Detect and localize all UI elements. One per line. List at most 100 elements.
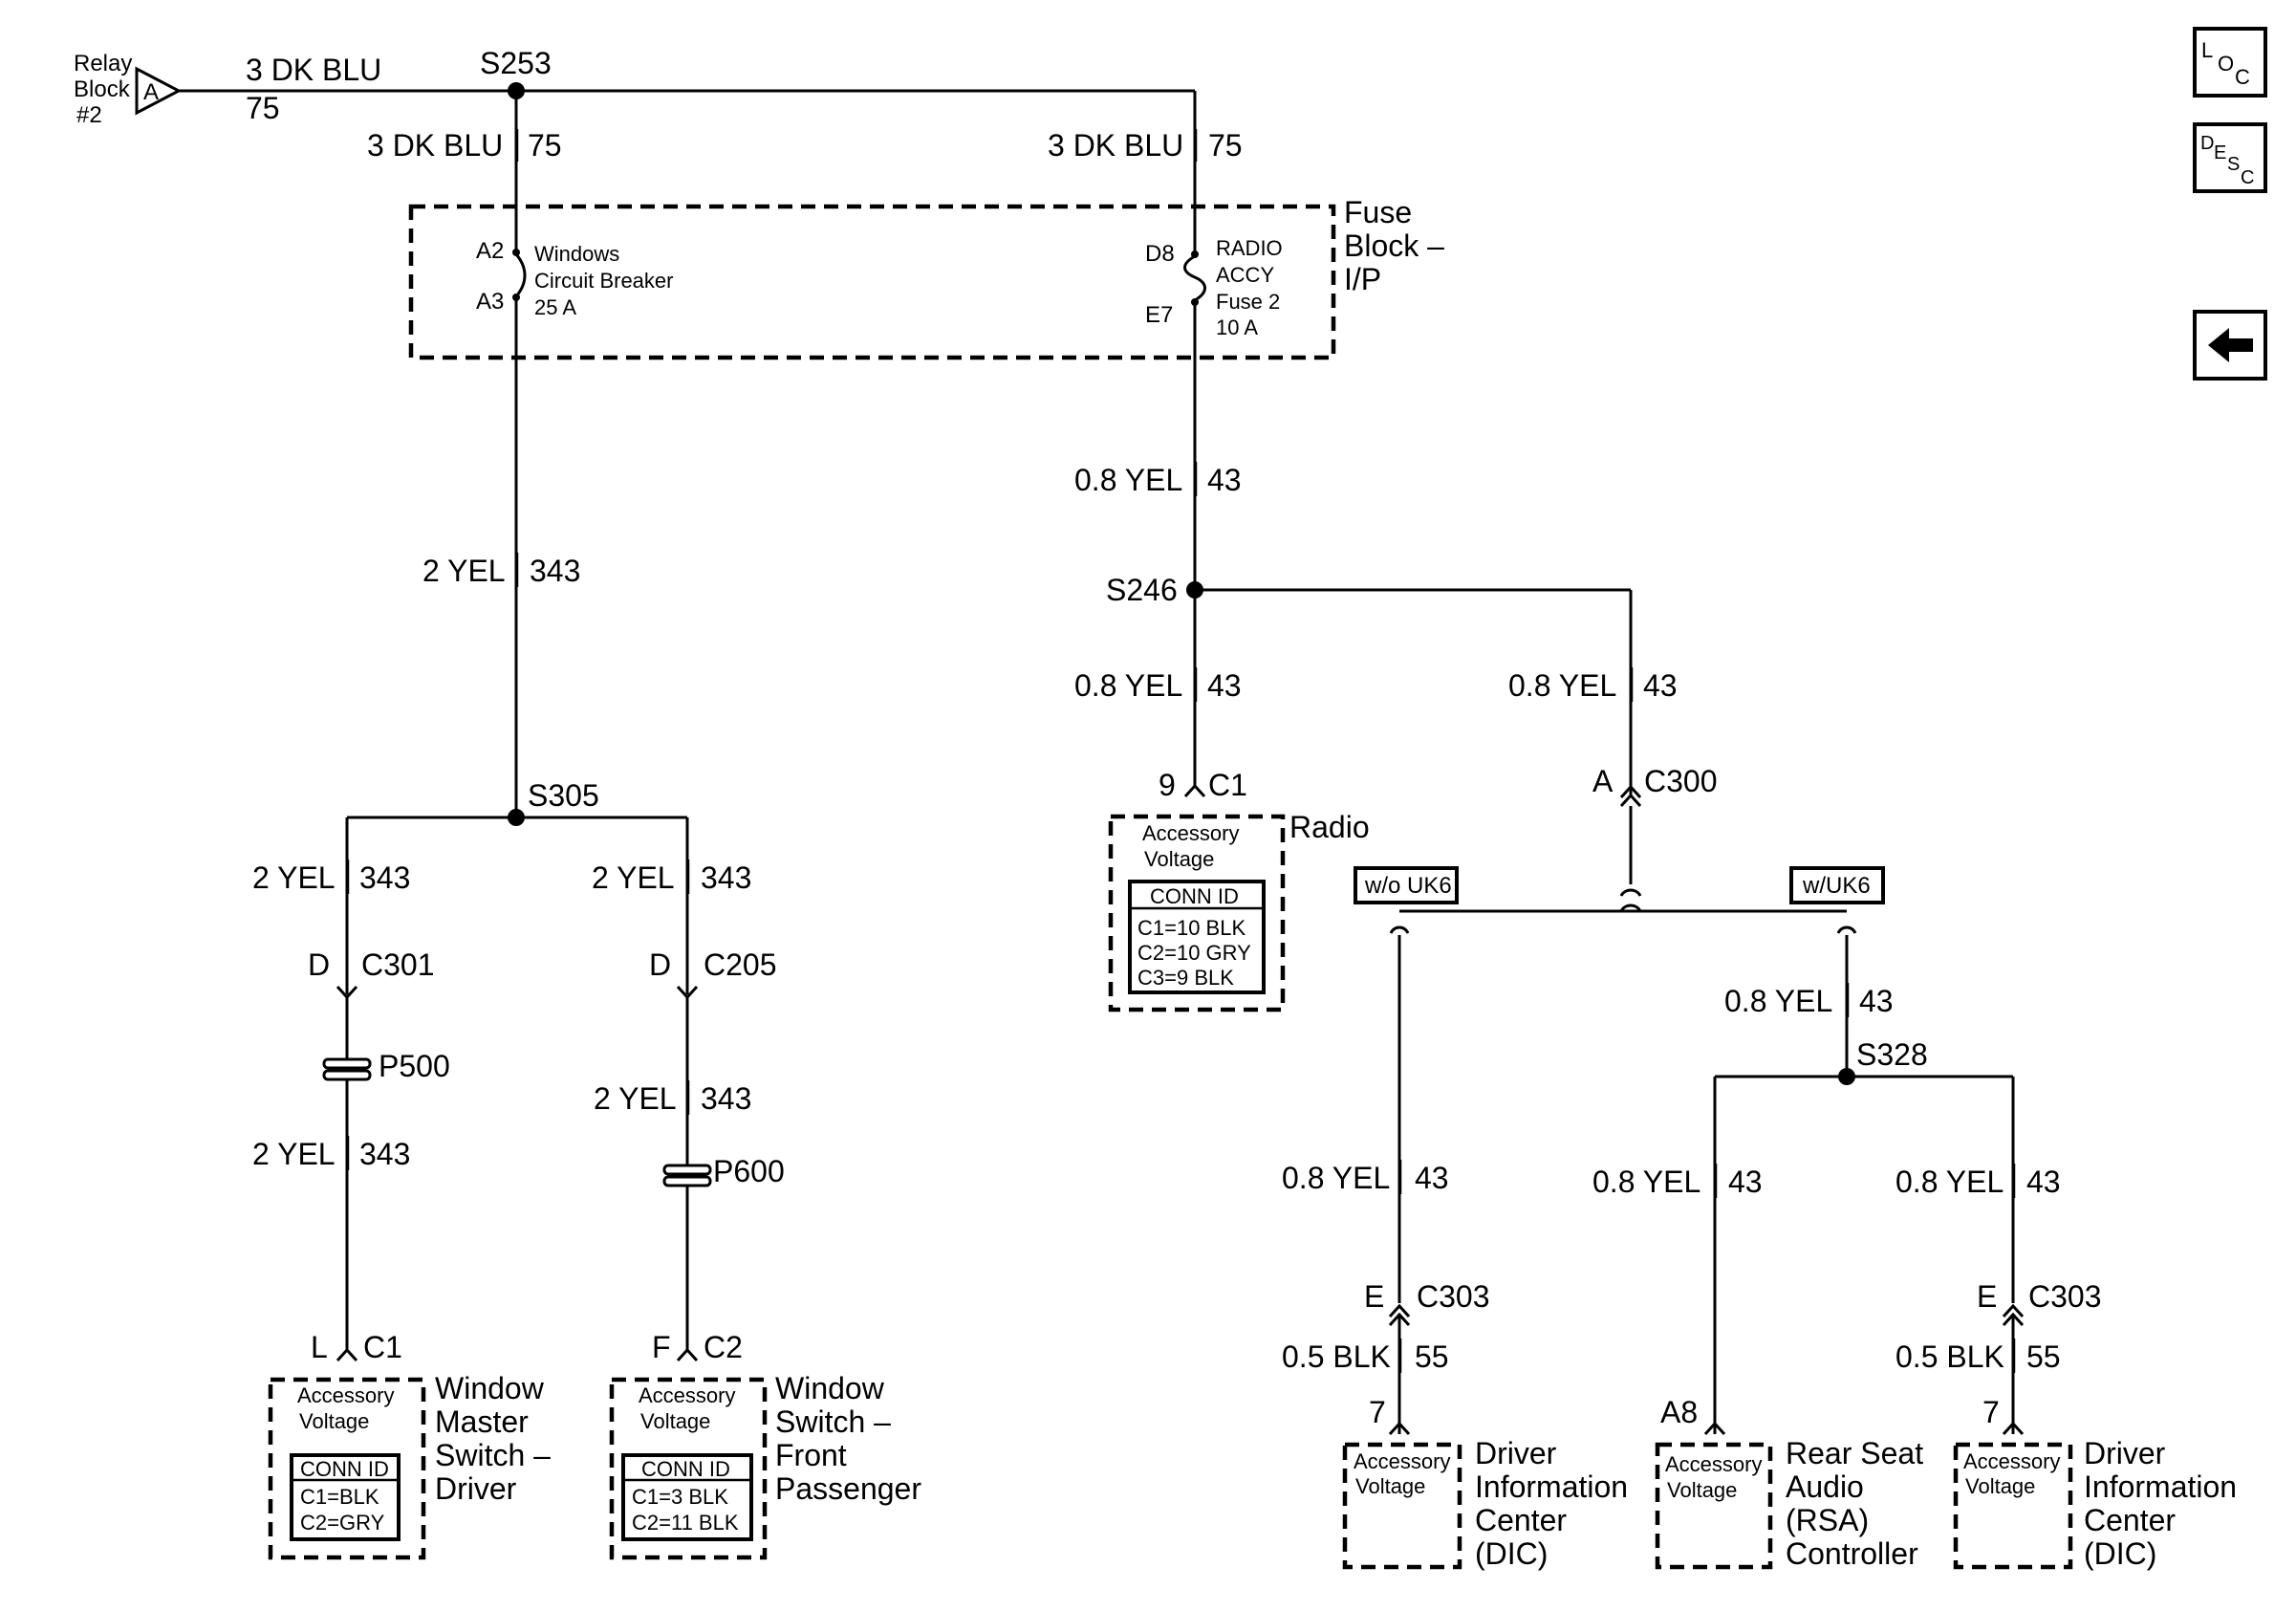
back-button[interactable] bbox=[2193, 310, 2267, 381]
description-button-letter-2: E bbox=[2214, 142, 2226, 163]
dic2-name-4: (DIC) bbox=[2084, 1536, 2156, 1571]
wire-radio-out-gauge: 0.8 YEL bbox=[1074, 463, 1182, 497]
radio-conn-box bbox=[1128, 880, 1266, 994]
dic1-c303-connector-symbol bbox=[1388, 1303, 1411, 1327]
location-button[interactable]: L O C bbox=[2193, 27, 2267, 98]
cb-label-3: 25 A bbox=[534, 295, 576, 319]
fuse-block-title-1: Fuse bbox=[1344, 195, 1412, 229]
radio-c1-pin: 9 bbox=[1159, 768, 1176, 802]
wire-dic1-bottom-gauge: 0.5 BLK bbox=[1282, 1339, 1391, 1374]
relay-block-source: Relay Block #2 A bbox=[74, 51, 183, 128]
c300-pin: A bbox=[1592, 764, 1614, 798]
window-master-acc-2: Voltage bbox=[299, 1409, 369, 1433]
wire-to-cb-circuit: 75 bbox=[528, 128, 562, 163]
p600-pass-through bbox=[662, 1164, 712, 1187]
window-pass-conn-c1: C1=3 BLK bbox=[632, 1485, 728, 1509]
location-button-letter-3: C bbox=[2235, 65, 2250, 89]
radio: Accessory Voltage CONN ID C1=10 BLK C2=1… bbox=[1108, 810, 1370, 1012]
relay-block-label-3: #2 bbox=[76, 102, 102, 128]
c301-pin: D bbox=[308, 947, 330, 982]
dic1-name-1: Driver bbox=[1475, 1436, 1557, 1470]
p600-label: P600 bbox=[713, 1154, 785, 1188]
relay-block-connector-symbol bbox=[135, 66, 183, 116]
fuse-label-4: 10 A bbox=[1216, 316, 1258, 339]
wire-dic2-bottom-circuit: 55 bbox=[2026, 1339, 2061, 1374]
c205-pin: D bbox=[649, 947, 671, 982]
wire-wuk6-circuit: 43 bbox=[1859, 984, 1894, 1018]
splice-s246-label: S246 bbox=[1106, 573, 1178, 607]
pass-c2-pin: F bbox=[652, 1330, 671, 1364]
c205-name: C205 bbox=[704, 947, 777, 982]
dic2-acc-2: Voltage bbox=[1965, 1474, 2035, 1498]
driver-c1-connector-symbol bbox=[336, 1347, 358, 1362]
wire-driver-bottom-gauge: 2 YEL bbox=[252, 1137, 336, 1171]
option-w-uk6-label: w/UK6 bbox=[1802, 873, 1871, 899]
dic1-name-3: Center bbox=[1475, 1503, 1567, 1537]
window-pass-name-2: Switch – bbox=[775, 1404, 891, 1439]
wire-wuk6-gauge: 0.8 YEL bbox=[1724, 984, 1832, 1018]
option-wo-uk6-box bbox=[1354, 866, 1459, 904]
dic2-name-3: Center bbox=[2084, 1503, 2176, 1537]
option-break-top bbox=[1619, 888, 1642, 897]
wire-dic2-top-circuit: 43 bbox=[2026, 1165, 2061, 1199]
c300-connector-symbol bbox=[1619, 784, 1642, 808]
wire-to-radio-circuit: 43 bbox=[1207, 668, 1242, 703]
window-pass-conn-box bbox=[621, 1453, 753, 1541]
cb-label-2: Circuit Breaker bbox=[534, 269, 673, 293]
fuse-label-1: RADIO bbox=[1216, 236, 1283, 260]
dic1-name-2: Information bbox=[1475, 1469, 1628, 1504]
rsa-name-2: Audio bbox=[1786, 1469, 1864, 1504]
dic2-pin: 7 bbox=[1982, 1395, 2000, 1429]
rsa-name-1: Rear Seat bbox=[1786, 1436, 1923, 1470]
window-master-name-1: Window bbox=[435, 1371, 545, 1405]
wire-driver-top-circuit: 343 bbox=[359, 860, 410, 895]
back-arrow-icon bbox=[2208, 328, 2253, 362]
wire-windows-circuit: 343 bbox=[530, 554, 580, 588]
dic1-name-4: (DIC) bbox=[1475, 1536, 1548, 1571]
relay-block-pin: A bbox=[143, 79, 159, 105]
wire-top-circuit: 75 bbox=[246, 91, 280, 125]
window-pass-conn-c2: C2=11 BLK bbox=[632, 1511, 739, 1535]
window-pass-acc-1: Accessory bbox=[639, 1383, 735, 1407]
dic1-acc-1: Accessory bbox=[1354, 1449, 1450, 1473]
dic1-c303-pin: E bbox=[1364, 1279, 1384, 1314]
wire-driver-top-gauge: 2 YEL bbox=[252, 860, 336, 895]
description-button[interactable]: D E S C bbox=[2193, 122, 2267, 193]
wire-pass-bottom-circuit: 343 bbox=[701, 1081, 751, 1116]
window-pass-conn-title: CONN ID bbox=[641, 1457, 730, 1481]
wire-pass-bottom-gauge: 2 YEL bbox=[594, 1081, 677, 1116]
rsa-outline bbox=[1655, 1442, 1773, 1570]
dic2-c303-connector-symbol bbox=[2002, 1303, 2025, 1327]
wire-rsa-circuit: 43 bbox=[1728, 1165, 1763, 1199]
option-wo-uk6-label: w/o UK6 bbox=[1364, 873, 1452, 899]
radio-conn-c2: C2=10 GRY bbox=[1137, 941, 1251, 965]
cb-pin-out: A3 bbox=[476, 289, 504, 315]
wire-to-c300-circuit: 43 bbox=[1643, 668, 1678, 703]
description-button-letter-1: D bbox=[2200, 133, 2214, 154]
dic1-c303-name: C303 bbox=[1417, 1279, 1490, 1314]
window-master-conn-c2: C2=GRY bbox=[300, 1511, 385, 1535]
radio-conn-c3: C3=9 BLK bbox=[1137, 966, 1234, 990]
rsa-acc-2: Voltage bbox=[1667, 1478, 1737, 1502]
wire-radio-out-circuit: 43 bbox=[1207, 463, 1242, 497]
description-button-letter-3: S bbox=[2227, 154, 2240, 175]
window-switch-front-passenger: Accessory Voltage CONN ID C1=3 BLK C2=11… bbox=[609, 1371, 921, 1560]
dic2-c303-name: C303 bbox=[2028, 1279, 2102, 1314]
window-master-name-4: Driver bbox=[435, 1471, 517, 1506]
window-master-conn-box bbox=[290, 1453, 401, 1541]
radio-acc-1: Accessory bbox=[1142, 821, 1239, 845]
dic2-c303-pin: E bbox=[1977, 1279, 1997, 1314]
wire-dic2-top-gauge: 0.8 YEL bbox=[1895, 1165, 2004, 1199]
fuse-pin-in: D8 bbox=[1145, 241, 1175, 267]
pass-c2-connector-symbol bbox=[676, 1347, 699, 1362]
splice-s253-label: S253 bbox=[480, 46, 552, 80]
c300-name: C300 bbox=[1644, 764, 1718, 798]
dic2-name-2: Information bbox=[2084, 1469, 2237, 1504]
pass-c2-name: C2 bbox=[704, 1330, 743, 1364]
rsa-pin-symbol bbox=[1703, 1421, 1726, 1436]
wire-top-gauge: 3 DK BLU bbox=[246, 53, 381, 87]
c301-name: C301 bbox=[361, 947, 435, 982]
dic2-pin-symbol bbox=[2002, 1421, 2025, 1436]
wire-to-cb-gauge: 3 DK BLU bbox=[367, 128, 503, 163]
